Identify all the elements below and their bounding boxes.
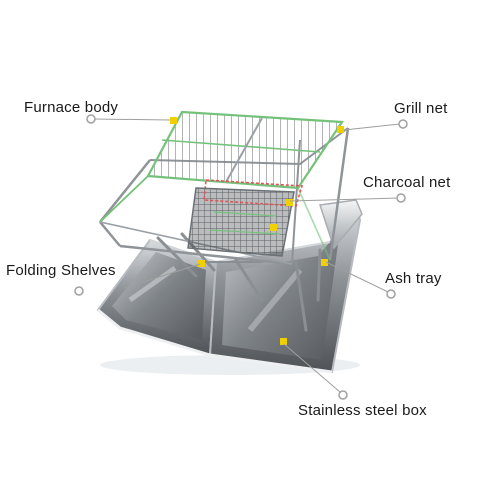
- marker-charcoal-net-2: [270, 224, 277, 231]
- folding-shelves: [156, 232, 322, 332]
- leader-lines: [93, 118, 401, 393]
- marker-folding-shelves: [198, 260, 205, 267]
- part-markers: [170, 117, 344, 345]
- furnace-body: [99, 127, 350, 266]
- label-grill-net: Grill net: [394, 100, 448, 117]
- dot-furnace-body: [86, 114, 96, 124]
- label-charcoal-net: Charcoal net: [363, 174, 451, 191]
- marker-ash-tray: [321, 259, 328, 266]
- marker-grill-net: [337, 126, 344, 133]
- dot-stainless-steel-box: [338, 390, 348, 400]
- grill-net: [99, 110, 344, 265]
- dot-folding-shelves: [74, 286, 84, 296]
- dot-grill-net: [398, 119, 408, 129]
- dot-charcoal-net: [396, 193, 406, 203]
- label-stainless-steel-box: Stainless steel box: [298, 402, 427, 419]
- dot-ash-tray: [386, 289, 396, 299]
- leader-dots: [74, 114, 408, 400]
- label-ash-tray: Ash tray: [385, 270, 442, 287]
- marker-furnace-body: [170, 117, 177, 124]
- marker-charcoal-net: [286, 199, 293, 206]
- marker-stainless-steel-box: [280, 338, 287, 345]
- label-furnace-body: Furnace body: [24, 99, 119, 116]
- label-folding-shelves: Folding Shelves: [6, 262, 116, 279]
- charcoal-net: [187, 179, 304, 257]
